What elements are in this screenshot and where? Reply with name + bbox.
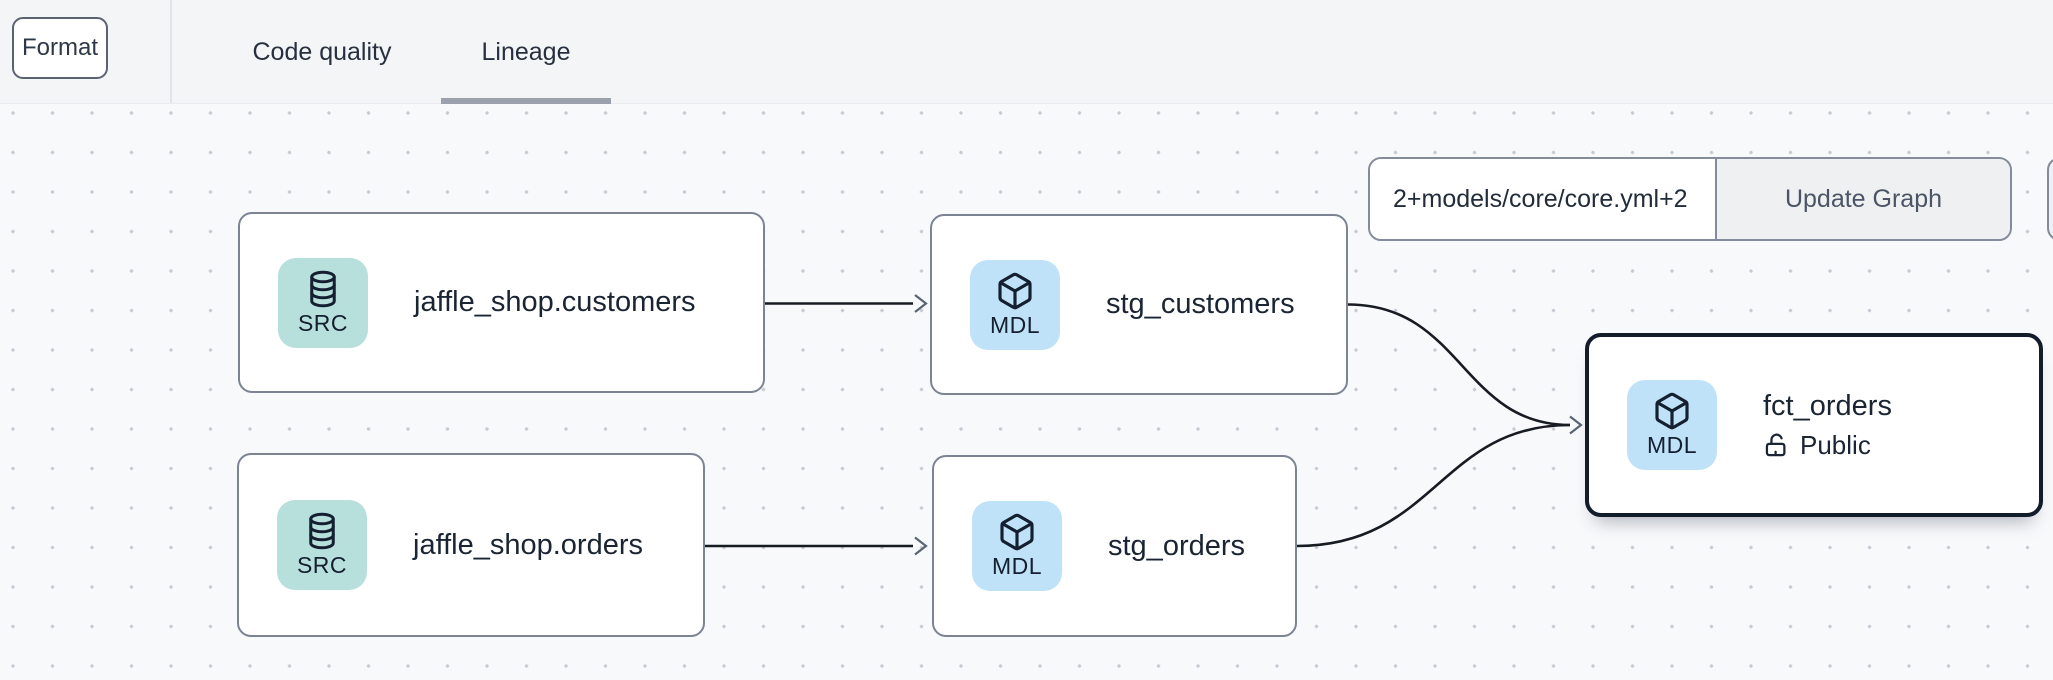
database-icon: [309, 512, 335, 550]
node-kind-label: MDL: [991, 553, 1043, 579]
clipped-toolbar-button[interactable]: [2047, 157, 2053, 241]
toolbar-divider: [170, 0, 172, 103]
lineage-canvas[interactable]: SRC jaffle_shop.customers MDL stg_custom…: [0, 104, 2053, 680]
node-label: jaffle_shop.customers: [414, 286, 696, 318]
active-tab-indicator: [441, 98, 611, 104]
format-button[interactable]: Format: [12, 17, 108, 79]
top-bar: Format Code quality Lineage: [0, 0, 2053, 104]
model-badge: MDL: [972, 501, 1062, 591]
edge-arrowhead-icon: [914, 294, 928, 313]
model-badge: MDL: [1627, 380, 1717, 470]
node-kind-label: MDL: [989, 311, 1041, 338]
model-cube-icon: [998, 272, 1032, 309]
model-cube-icon: [1000, 513, 1034, 551]
database-icon: [310, 270, 336, 307]
model-badge: MDL: [970, 259, 1060, 350]
node-kind-label: SRC: [296, 552, 348, 578]
node-kind-label: MDL: [1646, 432, 1698, 458]
unlock-icon: [1765, 433, 1786, 456]
lineage-selector-group: Update Graph: [1368, 157, 2012, 241]
tab-lineage[interactable]: Lineage: [481, 37, 571, 66]
edge-arrowhead-icon: [1569, 415, 1583, 435]
node-jaffle-shop-customers[interactable]: SRC jaffle_shop.customers: [238, 212, 765, 393]
node-label: stg_customers: [1106, 288, 1295, 320]
source-badge: SRC: [277, 500, 367, 590]
source-badge: SRC: [278, 257, 368, 348]
lineage-selector-input[interactable]: [1370, 159, 1717, 239]
edge-arrowhead-icon: [914, 536, 928, 556]
node-kind-label: SRC: [297, 309, 349, 336]
node-stg-customers[interactable]: MDL stg_customers: [930, 214, 1348, 395]
node-label: stg_orders: [1108, 529, 1246, 562]
node-label: jaffle_shop.orders: [413, 528, 644, 561]
node-fct-orders[interactable]: MDL fct_orders Public: [1585, 333, 2043, 517]
node-stg-orders[interactable]: MDL stg_orders: [932, 455, 1297, 637]
node-access-label: Public: [1800, 429, 1871, 460]
lineage-edges: [705, 294, 1583, 556]
update-graph-button[interactable]: Update Graph: [1717, 159, 2010, 239]
tab-code-quality[interactable]: Code quality: [252, 37, 392, 66]
node-label: fct_orders: [1763, 389, 1892, 422]
model-cube-icon: [1655, 392, 1689, 430]
node-jaffle-shop-orders[interactable]: SRC jaffle_shop.orders: [237, 453, 705, 637]
